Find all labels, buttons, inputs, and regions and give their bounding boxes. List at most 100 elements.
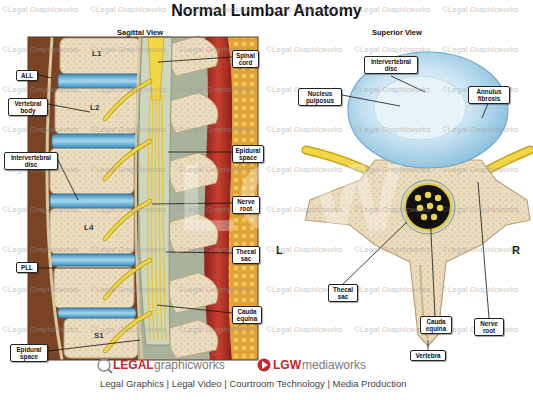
callout-text: Nerve root xyxy=(235,198,257,212)
callout-text: Epidural space xyxy=(235,147,261,161)
watermark: ©Legal Graphicworks xyxy=(442,126,519,134)
logo-text: mediaworks xyxy=(302,359,366,371)
callout-box: Vertebra xyxy=(410,350,446,361)
callout-text: PLL xyxy=(19,264,35,271)
tagline: Legal Graphics | Legal Video | Courtroom… xyxy=(100,379,406,389)
watermark: ©Legal Graphicworks xyxy=(178,166,255,174)
callout-text: Epidural space xyxy=(13,346,45,360)
watermark: ©Legal Graphicworks xyxy=(2,86,79,94)
watermark: ©Legal Graphicworks xyxy=(354,286,431,294)
watermark: ©Legal Graphicworks xyxy=(90,246,167,254)
watermark: ©Legal Graphicworks xyxy=(2,246,79,254)
leader-line xyxy=(158,57,232,62)
sacrum xyxy=(64,318,138,358)
callout-box: Annulus fibrosis xyxy=(468,86,510,104)
leader-line xyxy=(428,340,429,350)
watermark: ©Legal Graphicworks xyxy=(266,6,343,14)
view-title: Sagittal View xyxy=(117,29,163,37)
watermark: ©Legal Graphicworks xyxy=(442,286,519,294)
callout-text: Thecal sac xyxy=(331,286,355,300)
vertebral-body xyxy=(60,38,140,74)
leader-line xyxy=(342,95,400,106)
nerve-roots xyxy=(105,81,150,351)
callout-box: Nerve root xyxy=(232,196,260,214)
watermark: ©Legal Graphicworks xyxy=(2,46,79,54)
callout-box: Epidural space xyxy=(232,145,264,163)
nerve-dot xyxy=(435,195,441,201)
discs xyxy=(50,74,140,318)
leader-line xyxy=(430,212,435,316)
callout-box: Thecal sac xyxy=(328,284,358,302)
callout-text: Cauda equina xyxy=(235,308,259,322)
watermark: ©Legal Graphicworks xyxy=(266,246,343,254)
watermark: ©Legal Graphicworks xyxy=(178,326,255,334)
watermark: ©Legal Graphicworks xyxy=(354,206,431,214)
callout-text: Nucleus pulposus xyxy=(301,90,339,104)
watermark: ©Legal Graphicworks xyxy=(178,86,255,94)
watermark: ©Legal Graphicworks xyxy=(178,286,255,294)
callout-box: Thecal sac xyxy=(232,246,260,264)
watermark: ©Legal Graphicworks xyxy=(2,286,79,294)
watermark-logo: LGW xyxy=(178,150,402,246)
callout-box: Cauda equina xyxy=(420,316,452,334)
callout-text: Annulus fibrosis xyxy=(471,88,507,102)
callout-text: ALL xyxy=(19,72,35,79)
watermark: ©Legal Graphicworks xyxy=(90,6,167,14)
logo-text: graphicworks xyxy=(154,359,225,371)
nerve-dot xyxy=(431,214,437,220)
watermark: ©Legal Graphicworks xyxy=(90,286,167,294)
disc xyxy=(58,308,136,318)
watermark: ©Legal Graphicworks xyxy=(266,166,343,174)
watermark: ©Legal Graphicworks xyxy=(354,86,431,94)
watermark: ©Legal Graphicworks xyxy=(2,206,79,214)
watermark: ©Legal Graphicworks xyxy=(2,326,79,334)
view-title: Superior View xyxy=(372,29,422,37)
logo-text: LEGAL xyxy=(113,359,154,371)
callout-text: Thecal sac xyxy=(235,248,257,262)
vertebra-level: L2 xyxy=(90,104,99,112)
watermark: ©Legal Graphicworks xyxy=(442,206,519,214)
watermark: ©Legal Graphicworks xyxy=(178,6,255,14)
callout-text: Spinal cord xyxy=(235,52,256,66)
callout-text: Intervertebral disc xyxy=(367,58,415,72)
watermark: ©Legal Graphicworks xyxy=(266,326,343,334)
watermark: ©Legal Graphicworks xyxy=(354,246,431,254)
watermark: ©Legal Graphicworks xyxy=(266,126,343,134)
leader-line xyxy=(48,104,90,112)
leader-line xyxy=(48,340,140,351)
callout-box: Vertebral body xyxy=(8,98,48,116)
callout-box: Nerve root xyxy=(474,318,504,336)
watermark: ©Legal Graphicworks xyxy=(266,206,343,214)
disc xyxy=(52,134,136,148)
watermark: ©Legal Graphicworks xyxy=(90,166,167,174)
callout-box: Cauda equina xyxy=(232,306,262,324)
watermark: ©Legal Graphicworks xyxy=(90,86,167,94)
watermark: ©Legal Graphicworks xyxy=(442,6,519,14)
nerve-dot xyxy=(425,192,431,198)
spinous-process xyxy=(169,36,218,76)
nerve-dot xyxy=(415,195,421,201)
leader-line xyxy=(38,268,136,269)
leader-line xyxy=(38,75,52,78)
callout-box: Epidural space xyxy=(10,344,48,362)
watermark: ©Legal Graphicworks xyxy=(90,46,167,54)
logo-icon xyxy=(108,369,112,373)
logo-icon xyxy=(258,359,271,372)
watermark: ©Legal Graphicworks xyxy=(2,6,79,14)
watermark: ©Legal Graphicworks xyxy=(178,126,255,134)
watermark: ©Legal Graphicworks xyxy=(90,206,167,214)
callout-text: Cauda equina xyxy=(423,318,449,332)
nerve-dot xyxy=(421,214,427,220)
watermark: ©Legal Graphicworks xyxy=(266,46,343,54)
callout-text: Vertebra xyxy=(413,352,443,359)
callout-box: Intervertebral disc xyxy=(364,56,418,74)
callout-box: Intervertebral disc xyxy=(4,152,58,170)
footer-logos xyxy=(98,359,271,374)
callout-box: Nucleus pulposus xyxy=(298,88,342,106)
watermark: ©Legal Graphicworks xyxy=(2,126,79,134)
watermark: ©Legal Graphicworks xyxy=(354,126,431,134)
callout-text: Intervertebral disc xyxy=(7,154,55,168)
watermark: ©Legal Graphicworks xyxy=(354,6,431,14)
watermark: ©Legal Graphicworks xyxy=(90,326,167,334)
